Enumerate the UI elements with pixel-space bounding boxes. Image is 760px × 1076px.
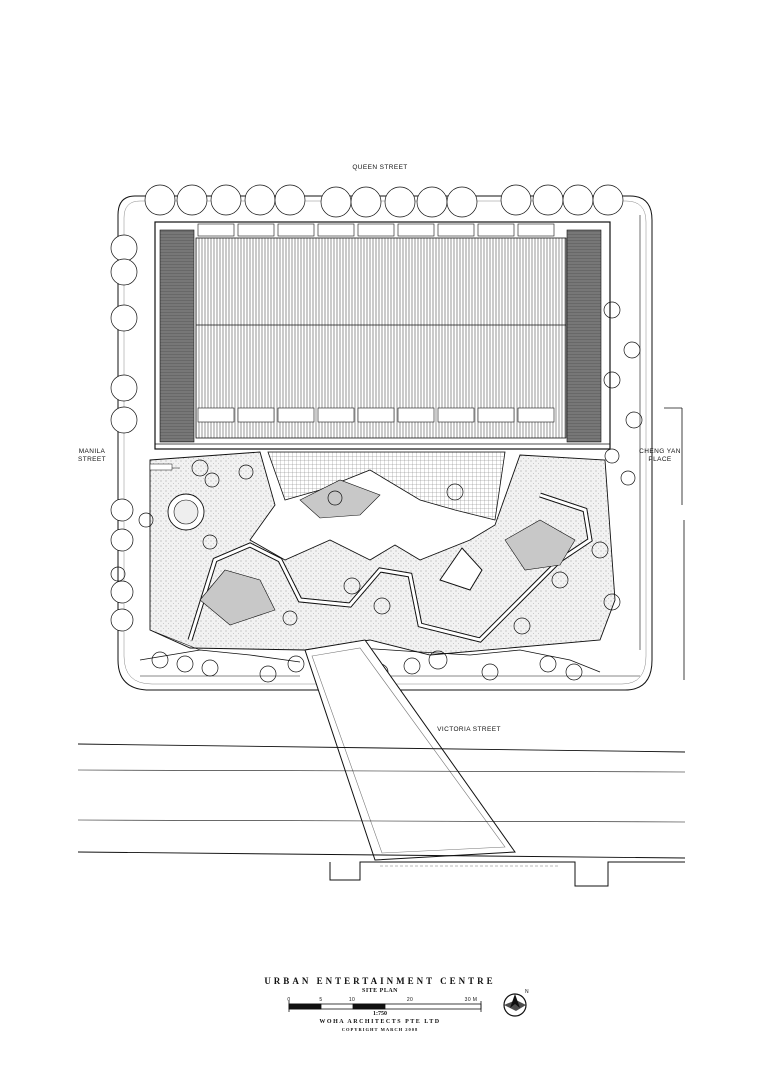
entrance-ramp — [304, 639, 516, 861]
north-label: N — [524, 989, 529, 995]
scale-tick-5: 5 — [319, 997, 323, 1003]
queen-street-label: QUEEN STREET — [352, 164, 408, 171]
north-arrow-icon — [503, 993, 527, 1017]
scale-tick-10: 10 — [348, 997, 356, 1003]
victoria-street-label: VICTORIA STREET — [437, 726, 501, 733]
cheng-yan-place-label-line1: CHENG YAN — [639, 448, 681, 455]
tree-canopies — [110, 184, 624, 632]
lower-terraces — [139, 647, 640, 677]
cheng-yan-place-label-line2: PLACE — [648, 456, 672, 463]
cheng-yan-road — [639, 215, 685, 680]
scale-tick-30: 30 M — [464, 997, 478, 1003]
cheng-yan-place-label: CHENG YAN PLACE — [634, 448, 686, 464]
site-boundary — [117, 195, 653, 691]
firm-name: WOHA ARCHITECTS PTE LTD — [319, 1019, 441, 1025]
plaza-landscape — [149, 451, 616, 656]
scale-bar — [288, 1001, 482, 1012]
manila-street-label-line2: STREET — [77, 456, 107, 463]
palm-trees — [110, 301, 643, 683]
building-roof — [154, 221, 611, 450]
manila-street-label-line1: MANILA — [78, 448, 106, 455]
manila-street-label: MANILA STREET — [72, 448, 112, 464]
project-title: URBAN ENTERTAINMENT CENTRE — [264, 976, 496, 986]
scale-tick-20: 20 — [406, 997, 414, 1003]
victoria-street — [77, 743, 686, 887]
copyright-line: COPYRIGHT MARCH 2008 — [341, 1027, 419, 1032]
scale-ratio: 1:750 — [373, 1011, 387, 1017]
scale-tick-0: 0 — [287, 997, 291, 1003]
drawing-title: SITE PLAN — [361, 988, 398, 994]
